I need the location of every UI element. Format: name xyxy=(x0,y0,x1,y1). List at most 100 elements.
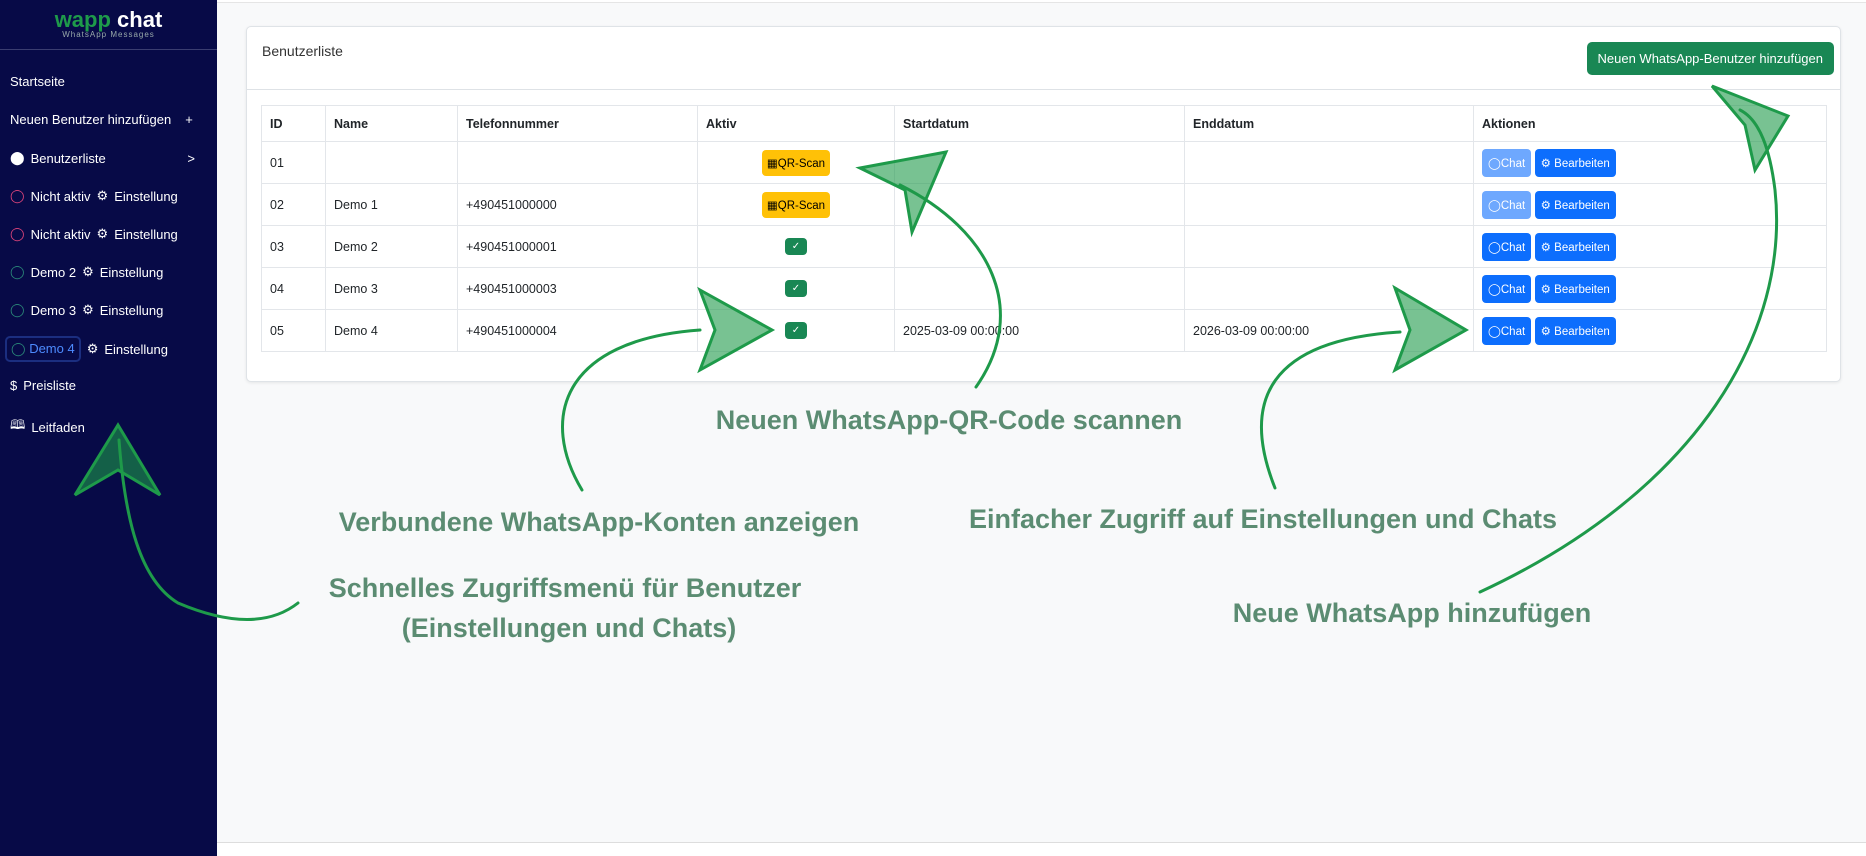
cell-start xyxy=(894,141,1185,184)
cell-end xyxy=(1184,225,1474,268)
chat-label: Chat xyxy=(1500,325,1526,338)
cell-name: Demo 4 xyxy=(325,309,458,352)
chat-icon: ◯ xyxy=(1488,157,1501,170)
cell-name: Demo 2 xyxy=(325,225,458,268)
edit-label: Bearbeiten xyxy=(1554,241,1610,254)
cell-phone: +490451000003 xyxy=(457,267,698,310)
gear-icon[interactable]: ⚙ xyxy=(82,264,94,279)
edit-button[interactable]: ⚙ Bearbeiten xyxy=(1534,148,1616,177)
cell-active: ▦QR-Scan xyxy=(697,183,895,226)
chat-button[interactable]: ◯Chat xyxy=(1482,232,1532,261)
sidebar-item-home[interactable]: Startseite xyxy=(10,74,65,89)
annotation-menu-line1: Schnelles Zugriffsmenü für Benutzer xyxy=(328,573,802,603)
settings-link[interactable]: Einstellung xyxy=(104,341,168,357)
chat-icon: ◯ xyxy=(10,302,25,317)
gear-icon: ⚙ xyxy=(1540,325,1551,338)
settings-link[interactable]: Einstellung xyxy=(99,264,164,280)
cell-id: 04 xyxy=(261,267,326,310)
cell-name: Demo 1 xyxy=(325,183,458,226)
cell-active: ✓ xyxy=(697,225,895,268)
logo[interactable]: wapp chat WhatsApp Messages xyxy=(0,0,217,50)
sidebar-item-add-user[interactable]: Neuen Benutzer hinzufügen + xyxy=(10,112,193,127)
label: Startseite xyxy=(10,74,65,89)
cell-start xyxy=(894,225,1185,268)
col-active: Aktiv xyxy=(697,105,895,142)
cell-id: 05 xyxy=(261,309,326,352)
cell-actions: ◯Chat ⚙ Bearbeiten xyxy=(1473,309,1827,352)
chat-label: Chat xyxy=(1500,199,1526,212)
user-table: ID Name Telefonnummer Aktiv Startdatum E… xyxy=(261,105,1827,352)
circle-icon: ⬤ xyxy=(10,150,25,165)
chat-icon: ◯ xyxy=(1488,241,1501,254)
sidebar-item-user-list[interactable]: ⬤Benutzerliste> xyxy=(10,150,195,166)
chat-icon: ◯ xyxy=(10,188,25,203)
sidebar-item-user-2[interactable]: ◯Nicht aktiv⚙Einstellung xyxy=(10,226,178,242)
label: Neuen Benutzer hinzufügen xyxy=(10,112,172,127)
chat-button[interactable]: ◯Chat xyxy=(1482,316,1532,345)
qr-code-icon: ▦ xyxy=(766,157,778,170)
settings-link[interactable]: Einstellung xyxy=(114,188,178,204)
gear-icon: ⚙ xyxy=(1540,157,1551,170)
label: Demo 2 xyxy=(30,264,77,280)
sidebar-item-guide[interactable]: 🕮 Leitfaden xyxy=(10,416,85,438)
label: Leitfaden xyxy=(31,419,85,435)
sidebar-item-user-1[interactable]: ◯Nicht aktiv⚙Einstellung xyxy=(10,188,178,204)
annotation-access: Einfacher Zugriff auf Einstellungen und … xyxy=(968,504,1558,534)
label: Demo 4 xyxy=(29,341,75,356)
cell-phone xyxy=(457,141,698,184)
chat-button[interactable]: ◯Chat xyxy=(1482,274,1532,303)
chat-icon: ◯ xyxy=(11,341,26,356)
col-name: Name xyxy=(325,105,458,142)
cell-start: 2025-03-09 00:00:00 xyxy=(894,309,1185,352)
annotation-qr: Neuen WhatsApp-QR-Code scannen xyxy=(715,405,1183,435)
footer xyxy=(217,842,1866,856)
edit-label: Bearbeiten xyxy=(1554,325,1610,338)
label: Demo 3 xyxy=(30,302,77,318)
edit-button[interactable]: ⚙ Bearbeiten xyxy=(1534,274,1616,303)
chat-button[interactable]: ◯Chat xyxy=(1482,148,1532,177)
selected-user[interactable]: ◯ Demo 4 xyxy=(5,336,81,362)
cell-id: 02 xyxy=(261,183,326,226)
book-icon: 🕮 xyxy=(10,417,26,432)
settings-link[interactable]: Einstellung xyxy=(99,302,164,318)
add-whatsapp-user-button[interactable]: Neuen WhatsApp-Benutzer hinzufügen xyxy=(1586,42,1834,75)
sidebar-item-pricing[interactable]: $Preisliste xyxy=(10,378,76,393)
edit-button[interactable]: ⚙ Bearbeiten xyxy=(1534,316,1616,345)
label: Nicht aktiv xyxy=(30,226,91,242)
edit-button[interactable]: ⚙ Bearbeiten xyxy=(1534,190,1616,219)
col-phone: Telefonnummer xyxy=(457,105,698,142)
logo-subtitle: WhatsApp Messages xyxy=(62,30,155,39)
qr-label: QR-Scan xyxy=(777,157,826,170)
gear-icon[interactable]: ⚙ xyxy=(96,188,109,203)
sidebar-item-demo-4[interactable]: ◯ Demo 4 ⚙ Einstellung xyxy=(5,336,168,362)
edit-button[interactable]: ⚙ Bearbeiten xyxy=(1534,232,1616,261)
qr-code-icon: ▦ xyxy=(766,199,778,212)
cell-start xyxy=(894,183,1185,226)
gear-icon[interactable]: ⚙ xyxy=(96,226,109,241)
cell-actions: ◯Chat ⚙ Bearbeiten xyxy=(1473,183,1827,226)
qr-scan-button[interactable]: ▦QR-Scan xyxy=(761,149,831,176)
cell-end xyxy=(1184,183,1474,226)
cell-phone: +490451000001 xyxy=(457,225,698,268)
gear-icon: ⚙ xyxy=(1540,283,1551,296)
annotation-add: Neue WhatsApp hinzufügen xyxy=(1232,598,1592,628)
chat-button[interactable]: ◯Chat xyxy=(1482,190,1532,219)
user-list-card: Benutzerliste Neuen WhatsApp-Benutzer hi… xyxy=(246,26,1841,382)
gear-icon: ⚙ xyxy=(1540,241,1551,254)
card-title: Benutzerliste xyxy=(262,43,343,59)
settings-link[interactable]: Einstellung xyxy=(114,226,178,242)
col-actions: Aktionen xyxy=(1473,105,1827,142)
sidebar-item-demo-3[interactable]: ◯ Demo 3 ⚙ Einstellung xyxy=(10,302,163,318)
qr-scan-button[interactable]: ▦QR-Scan xyxy=(761,191,831,218)
gear-icon[interactable]: ⚙ xyxy=(86,341,99,356)
cell-active: ✓ xyxy=(697,267,895,310)
gear-icon[interactable]: ⚙ xyxy=(82,302,94,317)
cell-active: ▦QR-Scan xyxy=(697,141,895,184)
col-id: ID xyxy=(261,105,326,142)
sidebar-item-demo-2[interactable]: ◯Demo 2⚙Einstellung xyxy=(10,264,163,280)
cell-phone: +490451000004 xyxy=(457,309,698,352)
plus-icon: + xyxy=(185,112,193,127)
